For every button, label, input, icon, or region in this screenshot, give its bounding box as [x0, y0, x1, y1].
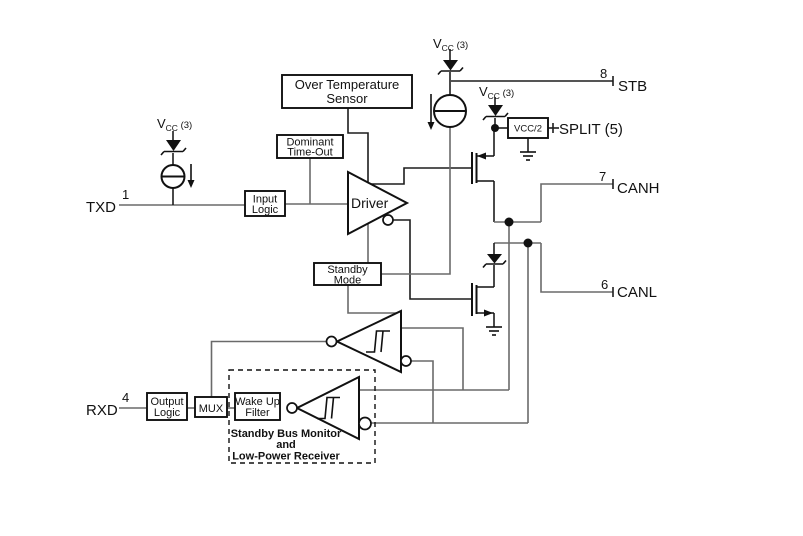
wire-standby-to-stb [381, 127, 451, 275]
clamp-diode [487, 254, 502, 264]
lowpower-receiver-output-bubble [286, 402, 298, 414]
over-temperature-label-2: Sensor [326, 91, 368, 106]
main-receiver-triangle [334, 309, 402, 374]
pmos-canh [471, 152, 494, 184]
driver-output-bubble [382, 214, 394, 226]
dominant-timeout-label-2: Time-Out [287, 147, 332, 159]
pin-label-canh: CANH [617, 180, 660, 197]
dominant-timeout-box [276, 134, 344, 159]
pin-label-txd: TXD [86, 199, 116, 216]
vcc-label-left: VCC (3) [157, 116, 192, 133]
pin-number-canl: 6 [601, 277, 608, 292]
junction-dot-canh [504, 217, 514, 227]
pin-number-rxd: 4 [122, 390, 129, 405]
nmos-canl [471, 283, 494, 317]
input-logic-label-1: Input [253, 194, 277, 206]
pin-label-canl: CANL [617, 284, 657, 301]
main-receiver-output-bubble [325, 335, 338, 348]
lowpower-receiver-inverting-input-bubble [358, 416, 372, 431]
schmitt-symbol-lowpower [317, 396, 340, 420]
wakeup-filter-label-2: Filter [245, 407, 270, 419]
wire-canh-branch-main-receiver [401, 327, 464, 390]
standby-mode-label-2: Mode [334, 275, 362, 287]
over-temperature-label-1: Over Temperature [295, 77, 400, 92]
wakeup-filter-box [234, 392, 281, 421]
vcc-label-split: VCC (3) [479, 84, 514, 101]
driver-triangle [347, 170, 410, 236]
input-logic-box [244, 190, 286, 217]
mux-label: MUX [199, 403, 224, 415]
wires [119, 49, 614, 424]
zener-bar-left [160, 147, 187, 156]
vcc-half-box [507, 117, 549, 139]
output-logic-label-1: Output [150, 396, 183, 408]
standby-region-label-1: Standby Bus Monitor [231, 428, 342, 440]
current-arrow-left-head [187, 180, 195, 188]
standby-region-label-2: and [276, 439, 296, 451]
standby-mode-box [313, 262, 382, 286]
zener-diode-left [166, 140, 181, 151]
main-receiver-inverting-input-bubble [400, 355, 412, 367]
schmitt-symbol-main [366, 330, 390, 353]
output-logic-label-2: Logic [154, 407, 181, 419]
wire-driver-to-pmos-gate [368, 167, 472, 185]
pin-label-rxd: RXD [86, 402, 118, 419]
nmos-arrow [484, 309, 493, 317]
standby-region-dashed-box [228, 369, 376, 464]
pin-number-txd: 1 [122, 187, 129, 202]
zener-bar-top [437, 66, 464, 76]
wire-overtemp-to-driver [347, 108, 369, 184]
components [160, 60, 536, 336]
ground-nmos [486, 326, 502, 336]
pin-label-stb: STB [618, 78, 647, 95]
vcc-half-label: VCC/2 [514, 124, 542, 135]
wire-canh-pin [540, 183, 613, 222]
labels: TXD 1 RXD 4 STB 8 CANH 7 CANL 6 SPLIT (5… [86, 36, 660, 463]
standby-region-label-3: Low-Power Receiver [232, 451, 340, 463]
zener-bar-split [482, 112, 509, 121]
pin-number-stb: 8 [600, 66, 607, 81]
blocks [146, 74, 549, 464]
lowpower-receiver-triangle [294, 375, 360, 441]
junction-dot-canl [523, 238, 533, 248]
wire-receiver-to-mux [210, 340, 326, 397]
clamp-diode-bar [482, 259, 507, 269]
wire-standby-to-receiver [347, 285, 401, 314]
output-logic-box [146, 392, 188, 421]
standby-mode-label-1: Standby [327, 264, 368, 276]
zener-diode-split [488, 105, 503, 116]
zener-diode-top [443, 60, 458, 71]
mux-box [194, 396, 228, 418]
pin-label-split: SPLIT (5) [559, 121, 623, 138]
vcc-label-stb: VCC (3) [433, 36, 468, 53]
wire-canl-branch-main-receiver [411, 360, 434, 423]
pmos-arrow [477, 152, 486, 160]
input-logic-label-2: Logic [252, 204, 279, 216]
wire-driver-to-nmos-gate [393, 219, 472, 300]
over-temperature-sensor-box [281, 74, 413, 109]
wakeup-filter-label-1: Wake Up [235, 396, 280, 408]
current-arrow-top-head [427, 122, 435, 130]
driver-label: Driver [351, 195, 389, 211]
ground-vcchalf [520, 151, 536, 161]
pin-number-canh: 7 [599, 169, 606, 184]
junction-dot-vcchalf [491, 124, 499, 132]
wire-canl-pin [540, 243, 613, 293]
dominant-timeout-label-1: Dominant [286, 137, 333, 149]
